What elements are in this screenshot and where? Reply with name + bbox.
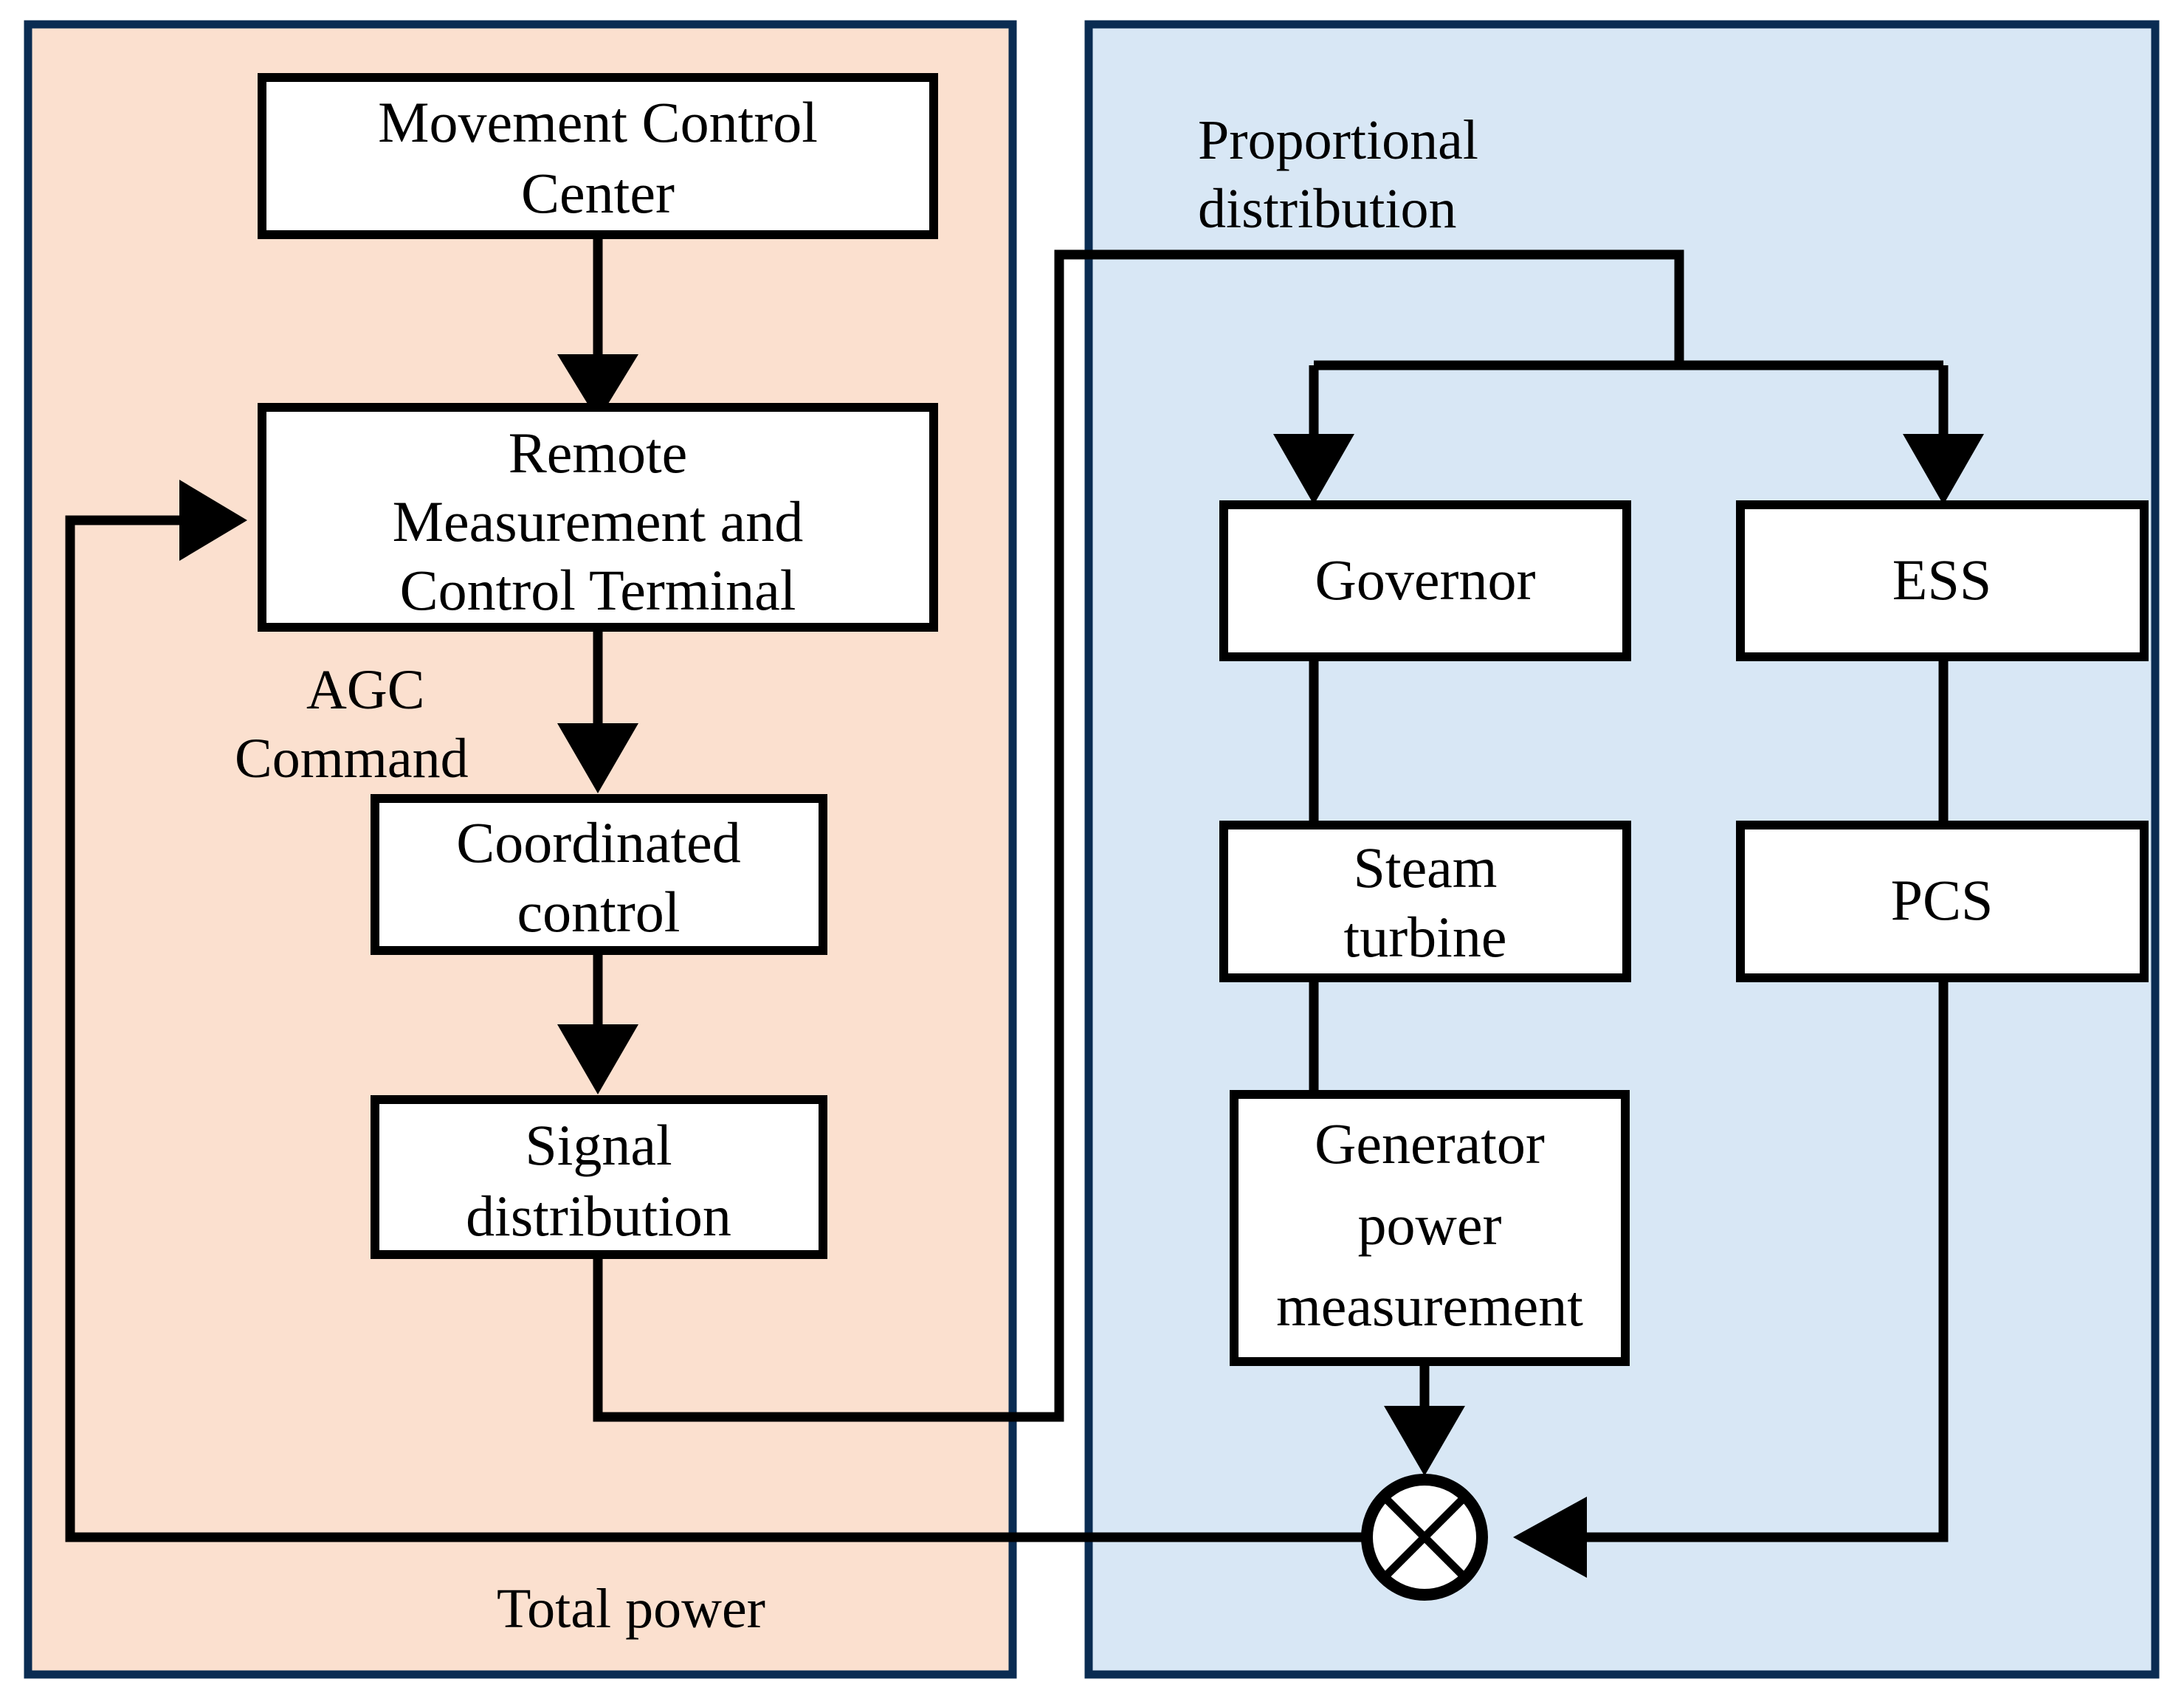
box-generator-power-measurement[interactable]: Generator power measurement — [1230, 1090, 1630, 1366]
box-pcs[interactable]: PCS — [1736, 821, 2149, 982]
wire-mcc-to-rmct — [557, 235, 638, 421]
box-steam-turbine[interactable]: Steam turbine — [1219, 821, 1631, 982]
box-movement-control-center[interactable]: Movement Control Center — [258, 73, 938, 239]
agc-command-line-1: AGC — [306, 659, 424, 721]
wire-rmct-to-coordinated-control — [557, 627, 638, 793]
wire-generator-power-measurement-to-summation — [1384, 1362, 1465, 1476]
summation-node[interactable] — [1361, 1474, 1488, 1601]
pcs-label: PCS — [1891, 868, 1994, 932]
box-ess[interactable]: ESS — [1736, 500, 2149, 661]
steam-turbine-line-1: Steam — [1354, 835, 1498, 900]
rmct-line-2: Measurement and — [393, 489, 804, 553]
governor-label: Governor — [1315, 548, 1536, 612]
wire-summation-feedback-to-rmct — [65, 480, 1425, 1542]
wire-split-bus — [1273, 360, 1984, 505]
steam-turbine-line-2: turbine — [1344, 905, 1507, 969]
signal-distribution-line-1: Signal — [525, 1113, 672, 1177]
coordinated-control-line-1: Coordinated — [456, 810, 741, 875]
proportional-distribution-line-1: Proportional — [1198, 109, 1478, 171]
agc-command-line-2: Command — [235, 728, 469, 790]
box-coordinated-control[interactable]: Coordinated control — [371, 794, 827, 955]
movement-control-center-line-2: Center — [521, 161, 675, 225]
proportional-distribution-line-2: distribution — [1198, 178, 1456, 240]
signal-distribution-line-2: distribution — [466, 1184, 731, 1248]
generator-power-measurement-line-2: power — [1358, 1193, 1502, 1257]
rmct-line-3: Control Terminal — [400, 558, 796, 622]
ess-label: ESS — [1892, 548, 1991, 612]
movement-control-center-line-1: Movement Control — [378, 90, 818, 154]
wire-signal-distribution-to-split — [593, 249, 1684, 1422]
proportional-distribution-label: Proportional distribution — [1198, 109, 1478, 240]
total-power-label: Total power — [497, 1578, 765, 1640]
agc-command-label: AGC Command — [235, 659, 469, 790]
rmct-line-1: Remote — [509, 421, 688, 485]
total-power-text: Total power — [497, 1578, 765, 1640]
coordinated-control-line-2: control — [517, 880, 681, 944]
box-remote-measurement-and-control-terminal[interactable]: Remote Measurement and Control Terminal — [258, 403, 938, 632]
wire-coordinated-control-to-signal-distribution — [557, 951, 638, 1094]
box-signal-distribution[interactable]: Signal distribution — [371, 1095, 827, 1259]
wire-pcs-to-summation — [1513, 978, 1949, 1578]
generator-power-measurement-line-3: measurement — [1276, 1274, 1583, 1338]
generator-power-measurement-line-1: Generator — [1315, 1111, 1545, 1176]
box-governor[interactable]: Governor — [1219, 500, 1631, 661]
